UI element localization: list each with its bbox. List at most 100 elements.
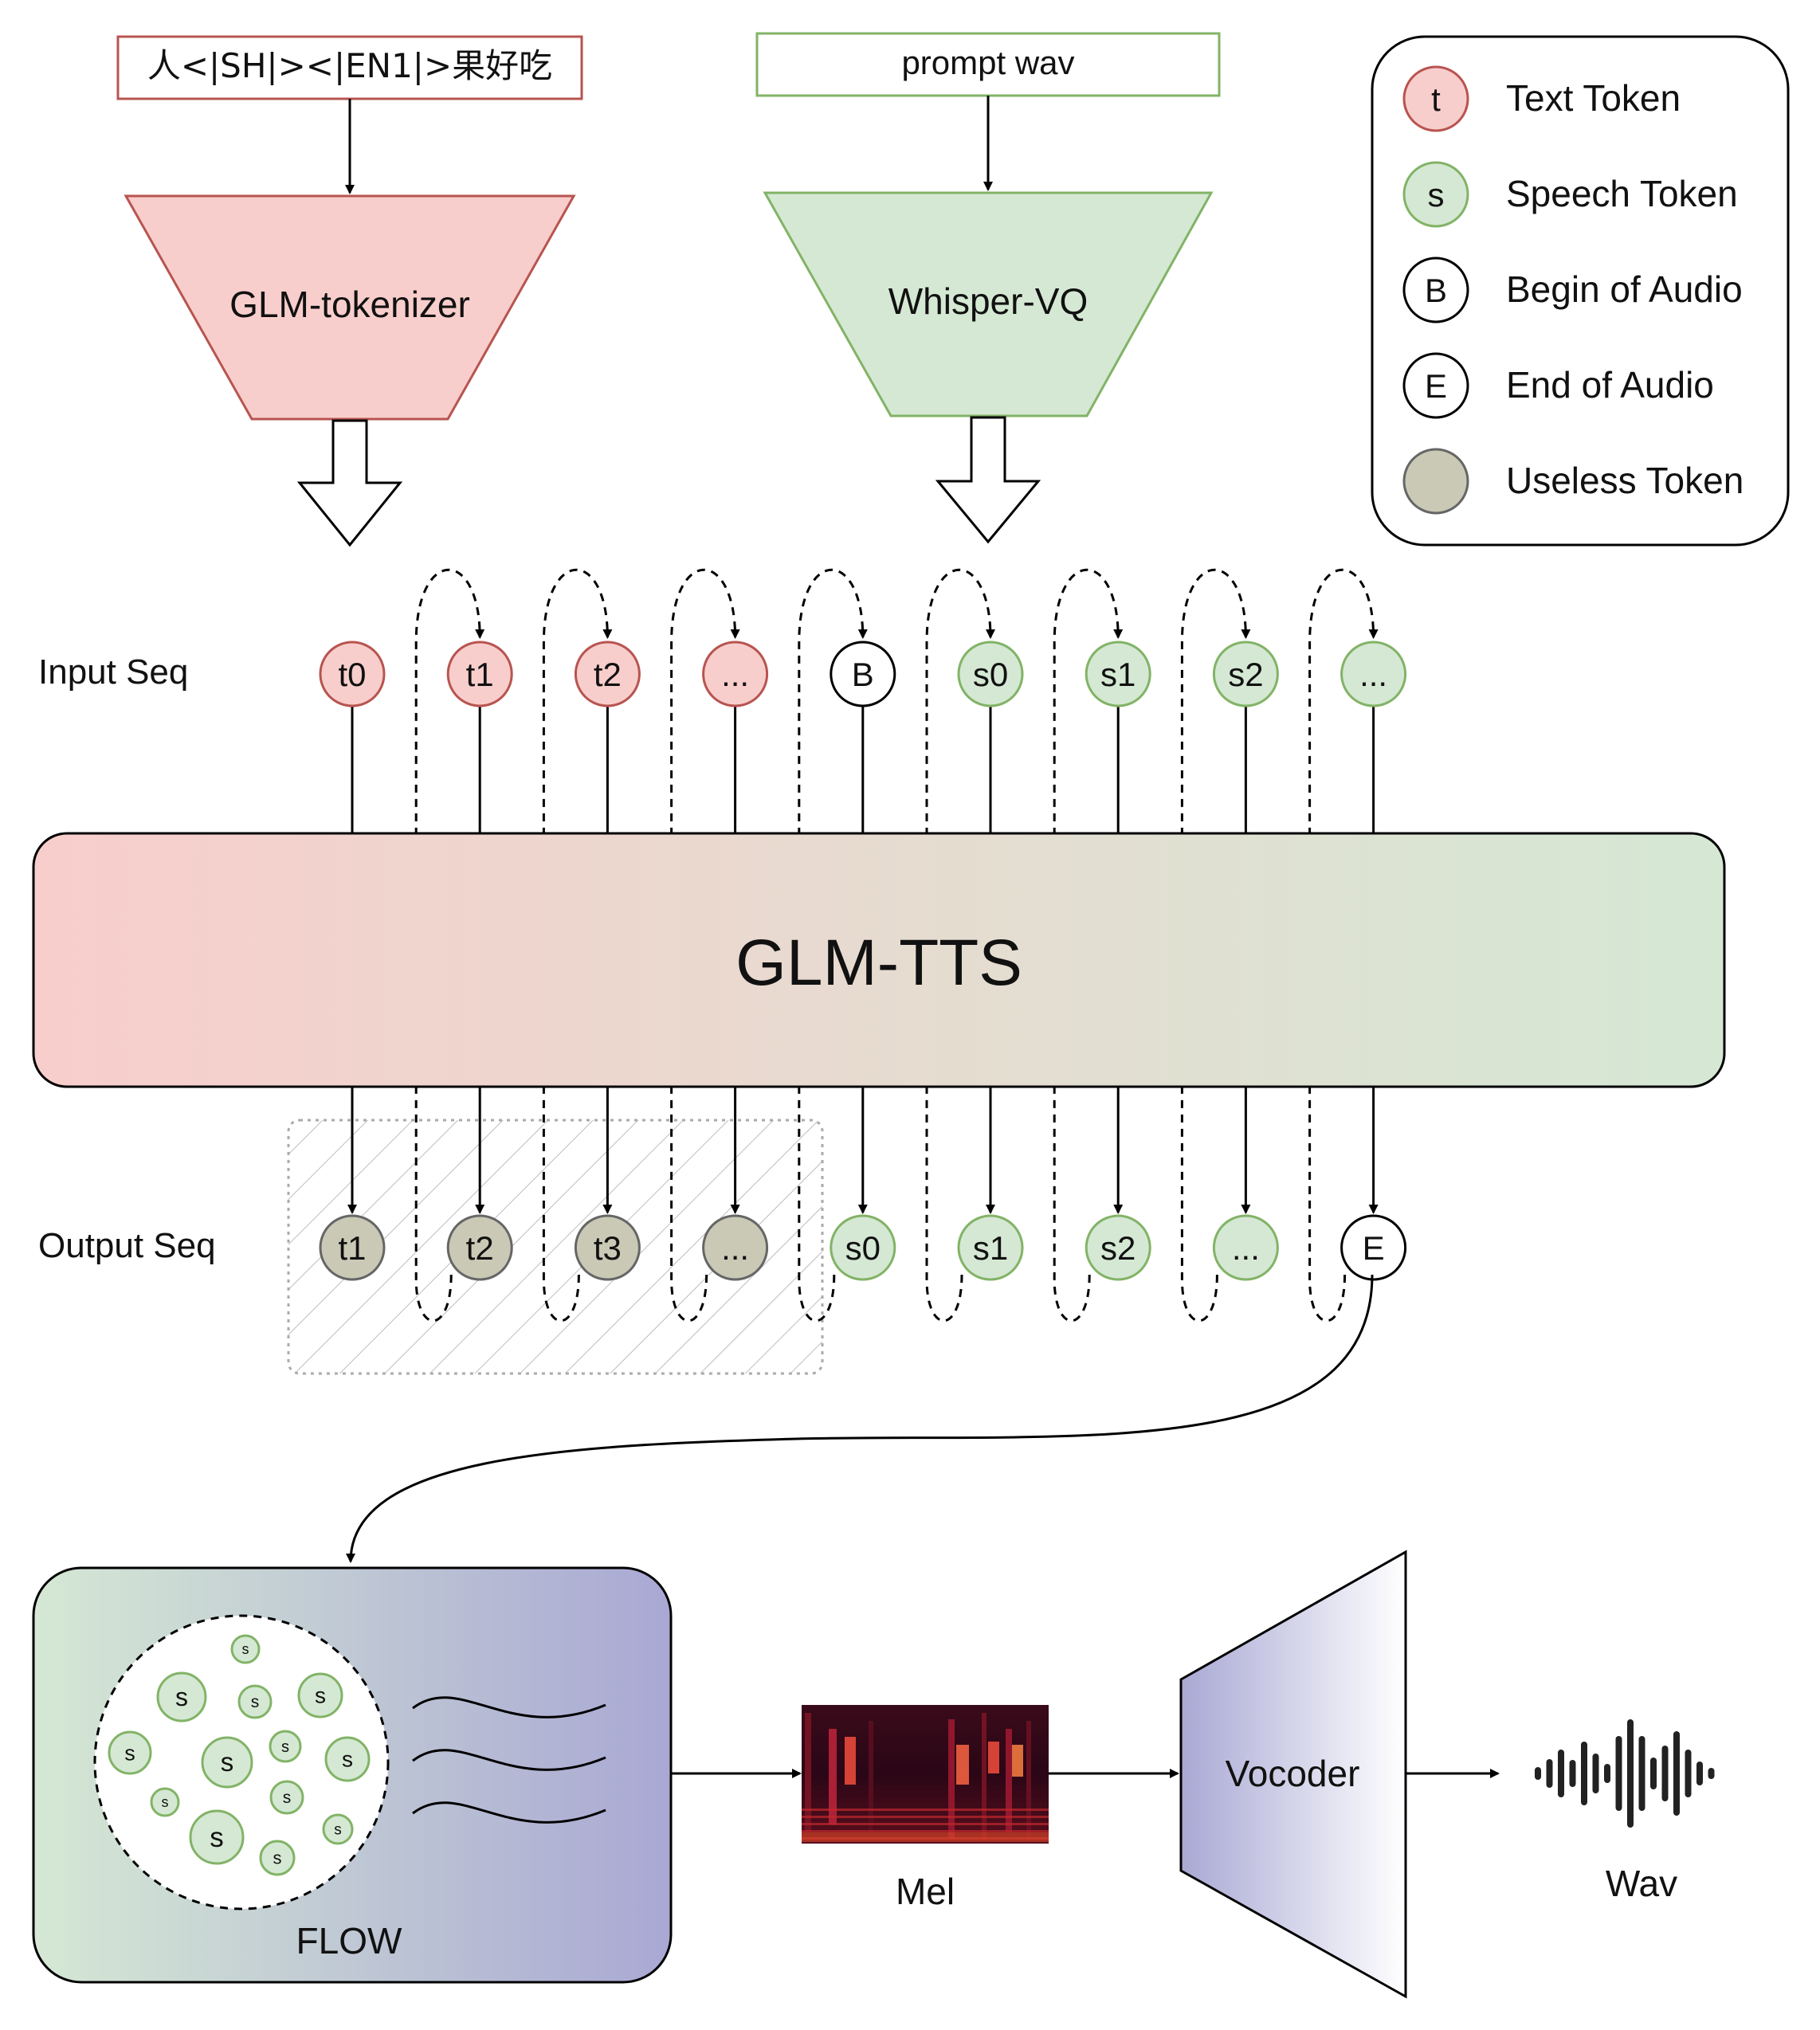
- token-label: t3: [594, 1229, 622, 1267]
- token-text: t2: [574, 641, 641, 707]
- token-circle: [446, 641, 513, 707]
- audio-prompt-label: prompt wav: [901, 44, 1074, 81]
- token-label: ...: [1359, 656, 1387, 693]
- token-boundary: E: [1340, 1214, 1407, 1281]
- legend-symbol: t: [1431, 80, 1441, 118]
- flow-label: FLOW: [296, 1920, 402, 1961]
- token-circle: [702, 641, 769, 707]
- token-speech: s2: [1212, 641, 1279, 707]
- token-circle: [319, 1214, 386, 1281]
- token-circle: [1340, 641, 1407, 707]
- autoregressive-feedback-loop: [1180, 568, 1251, 1323]
- flow-token-label: s: [273, 1848, 282, 1868]
- token-circle: [1085, 1214, 1151, 1281]
- legend-label: Useless Token: [1506, 460, 1744, 501]
- input-seq-label: Input Seq: [38, 652, 188, 692]
- flow-token-label: s: [124, 1741, 135, 1765]
- flow-token-label: s: [283, 1789, 292, 1807]
- wav-label: Wav: [1606, 1863, 1677, 1904]
- token-speech: ...: [1212, 1214, 1279, 1281]
- flow-token-label: s: [315, 1683, 326, 1708]
- token-speech: ...: [1340, 641, 1407, 707]
- flow-speech-token: s: [324, 1736, 371, 1782]
- text-prompt-label: 人<|SH|><|EN1|>果好吃: [147, 46, 552, 85]
- token-useless: ...: [702, 1214, 769, 1281]
- useless-output-region: [287, 1119, 824, 1375]
- mel-label: Mel: [896, 1871, 955, 1912]
- token-speech: s0: [957, 641, 1024, 707]
- autoregressive-feedback-loop: [798, 568, 868, 1323]
- token-label: E: [1363, 1229, 1385, 1267]
- flow-speech-token: s: [297, 1672, 343, 1718]
- legend-label: End of Audio: [1506, 364, 1714, 406]
- token-circle: [830, 641, 896, 707]
- legend-item-useless-token: Useless Token: [1402, 448, 1744, 515]
- flow-speech-token: s: [269, 1780, 304, 1815]
- flow-speech-token: s: [201, 1736, 253, 1789]
- legend-item-text-token: t Text Token: [1402, 65, 1681, 132]
- token-circle: [957, 1214, 1024, 1281]
- token-circle: [446, 1214, 513, 1281]
- token-useless: t1: [319, 1214, 386, 1281]
- token-label: s1: [1100, 656, 1136, 693]
- token-text: t1: [446, 641, 513, 707]
- token-circle: [574, 641, 641, 707]
- flow-speech-token: s: [189, 1809, 245, 1865]
- legend-label: Text Token: [1506, 77, 1681, 119]
- token-boundary: B: [830, 641, 896, 707]
- legend-swatch: [1402, 257, 1469, 323]
- token-speech: s1: [957, 1214, 1024, 1281]
- legend-swatch: [1402, 448, 1469, 515]
- token-circle: [1340, 1214, 1407, 1281]
- flow-speech-token: s: [230, 1634, 261, 1664]
- autoregressive-feedback-loop: [670, 568, 740, 1323]
- glm-tts-label: GLM-TTS: [735, 927, 1022, 999]
- flow-wave-lines: [412, 1696, 606, 1824]
- flow-token-label: s: [251, 1693, 260, 1711]
- token-circle: [830, 1214, 896, 1281]
- token-label: t1: [338, 1229, 366, 1267]
- flow-speech-token: s: [237, 1684, 273, 1719]
- flow-speech-token: s: [150, 1787, 180, 1817]
- token-label: s1: [973, 1229, 1008, 1267]
- flow-token-label: s: [242, 1641, 249, 1657]
- whisper-vq-label: Whisper-VQ: [888, 280, 1088, 322]
- token-text: t0: [319, 641, 386, 707]
- token-speech: s2: [1085, 1214, 1151, 1281]
- token-speech: s0: [830, 1214, 896, 1281]
- waveform-icon: [1535, 1719, 1715, 1828]
- token-circle: [957, 641, 1024, 707]
- token-circle: [319, 641, 386, 707]
- output-seq-label: Output Seq: [38, 1226, 216, 1265]
- whisper-vq-block: Whisper-VQ: [763, 191, 1214, 417]
- tokenizer-output-arrow: [296, 419, 403, 547]
- autoregressive-feedback-loop: [1053, 568, 1124, 1323]
- token-circle: [574, 1214, 641, 1281]
- mel-spectrogram-image: [802, 1705, 1049, 1844]
- glm-tokenizer-label: GLM-tokenizer: [229, 284, 470, 325]
- token-useless: t3: [574, 1214, 641, 1281]
- token-label: t2: [466, 1229, 494, 1267]
- legend-swatch: [1402, 161, 1469, 228]
- whisper-output-arrow: [935, 416, 1041, 544]
- token-label: B: [852, 656, 874, 693]
- end-to-flow-arrow: [346, 1274, 1374, 1563]
- token-circle: [1085, 641, 1151, 707]
- autoregressive-feedback-loop: [542, 568, 613, 1323]
- legend-symbol: B: [1425, 272, 1447, 309]
- flow-token-label: s: [334, 1821, 342, 1838]
- token-label: s0: [973, 656, 1008, 693]
- flow-speech-token: s: [259, 1840, 296, 1876]
- flow-token-label: s: [210, 1822, 224, 1853]
- token-circle: [1212, 1214, 1279, 1281]
- legend-swatch: [1402, 352, 1469, 419]
- audio-prompt-box: prompt wav: [755, 32, 1221, 97]
- flow-speech-token: s: [322, 1813, 354, 1845]
- flow-token-label: s: [281, 1738, 289, 1756]
- sequence-connectors: [347, 568, 1379, 1323]
